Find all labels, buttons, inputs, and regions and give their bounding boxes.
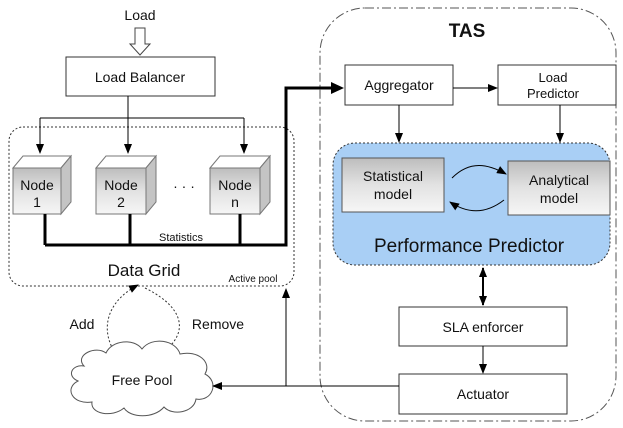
add-label: Add xyxy=(70,316,95,332)
statistics-label: Statistics xyxy=(159,232,204,244)
aggregator-box xyxy=(344,64,454,106)
sla-enforcer-label: SLA enforcer xyxy=(443,319,524,335)
node-1-index: 1 xyxy=(33,194,41,210)
node-n-label: Node xyxy=(218,177,252,193)
sla-enforcer-box xyxy=(398,306,568,347)
load-predictor-label-1: Load xyxy=(539,70,568,85)
actuator-box xyxy=(398,373,568,415)
data-grid-label: Data Grid xyxy=(108,261,181,280)
load-predictor-box xyxy=(497,64,617,106)
analytical-model-box xyxy=(507,160,611,216)
remove-label: Remove xyxy=(192,316,244,332)
free-pool-label: Free Pool xyxy=(112,372,173,388)
load-balancer-label: Load Balancer xyxy=(95,69,186,85)
node-1-cube xyxy=(11,154,73,216)
tas-container xyxy=(319,7,617,422)
load-balancer-box xyxy=(65,56,216,97)
tas-title: TAS xyxy=(449,21,486,42)
analytical-model-label-1: Analytical xyxy=(529,172,589,188)
analytical-to-statistical-arrow xyxy=(449,199,505,212)
data-grid-container xyxy=(8,126,295,287)
load-hollow-arrow xyxy=(128,27,152,56)
load-input-label: Load xyxy=(124,7,155,23)
node-2-label: Node xyxy=(104,177,138,193)
statistical-model-label-2: model xyxy=(374,186,412,202)
statistical-model-label-1: Statistical xyxy=(363,168,423,184)
analytical-model-label-2: model xyxy=(540,190,578,206)
node-ellipsis: · · · xyxy=(173,178,195,194)
statistical-model-box xyxy=(341,157,445,213)
actuator-label: Actuator xyxy=(457,386,509,402)
load-predictor-label-2: Predictor xyxy=(527,86,580,101)
active-pool-label: Active pool xyxy=(229,274,278,285)
remove-arrow xyxy=(144,287,180,361)
free-pool-cloud xyxy=(70,340,214,417)
node-2-cube xyxy=(94,154,158,216)
statistical-to-analytical-arrow xyxy=(451,165,507,179)
statistics-arrowhead xyxy=(331,82,344,94)
aggregator-label: Aggregator xyxy=(364,77,434,93)
performance-predictor-label: Performance Predictor xyxy=(374,236,565,257)
statistics-bus xyxy=(43,86,334,247)
node-n-index: n xyxy=(231,194,239,210)
node-n-cube xyxy=(208,154,272,216)
node-1-label: Node xyxy=(20,177,54,193)
node-2-index: 2 xyxy=(117,194,125,210)
